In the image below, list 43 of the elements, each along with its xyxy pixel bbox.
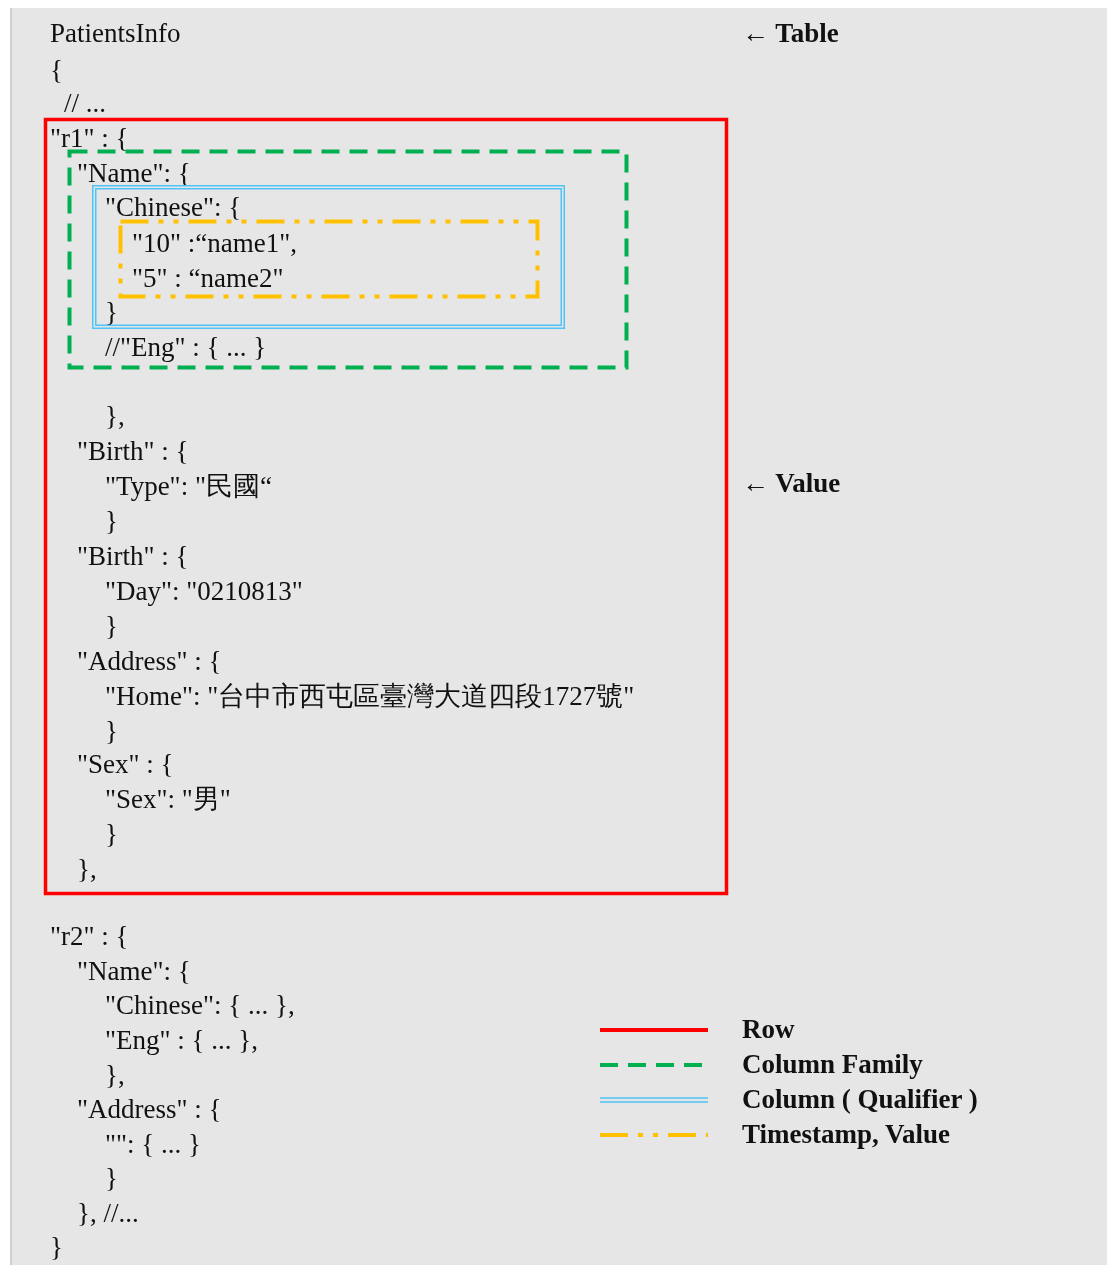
- code-line: "Day": "0210813": [105, 575, 303, 607]
- pointer-note: ← Value: [742, 467, 841, 499]
- code-line: "": { ... }: [105, 1128, 201, 1160]
- column-family-box: [68, 150, 628, 369]
- code-line: "Sex": "男": [105, 783, 231, 815]
- code-line: "Eng" : { ... },: [105, 1024, 258, 1056]
- code-line: "Chinese": {: [105, 191, 242, 223]
- code-line: "Address" : {: [77, 1093, 222, 1125]
- code-line: "Sex" : {: [77, 748, 174, 780]
- code-line: "Address" : {: [77, 645, 222, 677]
- code-line: }: [105, 610, 118, 642]
- legend-label: Timestamp, Value: [742, 1118, 951, 1150]
- code-line: },: [105, 400, 125, 432]
- code-line: // ...: [64, 87, 106, 119]
- code-line: }: [50, 1231, 63, 1263]
- code-line: }: [105, 1162, 118, 1194]
- code-line: "Name": {: [77, 955, 191, 987]
- code-line: },: [77, 853, 97, 885]
- code-line: "Home": "台中市西屯區臺灣大道四段1727號": [105, 680, 635, 712]
- code-line: "10" :“name1",: [132, 227, 298, 259]
- code-line: },: [105, 1059, 125, 1091]
- code-line: "r1" : {: [50, 122, 129, 154]
- code-line: //"Eng" : { ... }: [105, 331, 267, 363]
- code-line: "5" : “name2": [132, 262, 284, 294]
- code-line: "Chinese": { ... },: [105, 989, 295, 1021]
- code-line: "Birth" : {: [77, 435, 189, 467]
- code-line: {: [50, 54, 63, 86]
- legend-label: Column Family: [742, 1048, 923, 1080]
- row-box: [44, 118, 728, 895]
- pointer-note: ← Table: [742, 17, 839, 49]
- code-line: }: [105, 296, 118, 328]
- legend-label: Row: [742, 1013, 795, 1045]
- code-line: PatientsInfo: [50, 17, 181, 49]
- code-line: }: [105, 505, 118, 537]
- code-line: }: [105, 715, 118, 747]
- legend-label: Column ( Qualifier ): [742, 1083, 978, 1115]
- code-line: }, //...: [77, 1197, 139, 1229]
- column-box: [92, 185, 565, 329]
- code-line: "Birth" : {: [77, 540, 189, 572]
- code-line: "r2" : {: [50, 920, 129, 952]
- code-line: "Type": "民國“: [105, 470, 272, 502]
- code-line: }: [105, 818, 118, 850]
- timestamp-value-box: [119, 220, 539, 298]
